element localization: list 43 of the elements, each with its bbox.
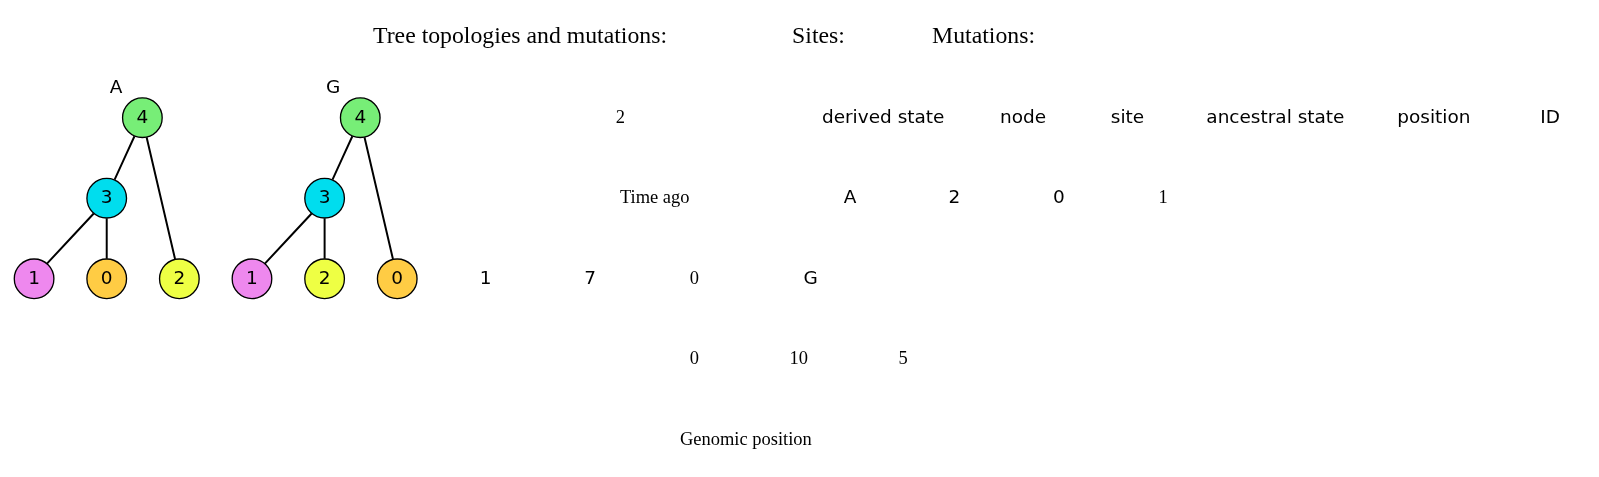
node-circle: 4: [121, 97, 163, 139]
label: A: [843, 186, 856, 208]
node-circle: 4: [339, 97, 381, 139]
connector: [113, 135, 135, 181]
label: node: [999, 105, 1046, 127]
label: 0: [689, 267, 699, 288]
connector: [323, 217, 326, 260]
label: ancestral state: [1205, 105, 1344, 127]
label: site: [1110, 105, 1144, 127]
node-label: G: [325, 75, 340, 97]
connector: [331, 135, 353, 181]
connector: [263, 212, 313, 265]
label: Time ago: [619, 187, 690, 208]
node-label: A: [109, 75, 122, 97]
node-circle: 0: [376, 258, 418, 300]
label: 0: [1052, 186, 1065, 208]
label: 7: [583, 266, 596, 288]
label: ID: [1539, 105, 1560, 127]
connector: [145, 136, 176, 260]
label: 5: [897, 348, 908, 369]
label: 10: [788, 348, 808, 369]
connector: [105, 217, 108, 260]
node-circle: 1: [231, 258, 272, 300]
label: Tree topologies and mutations:: [372, 21, 667, 48]
label: G: [802, 266, 818, 288]
label: 1: [1158, 187, 1168, 208]
node-circle: 0: [85, 258, 127, 300]
node-circle: 3: [303, 177, 345, 219]
connector: [363, 136, 394, 260]
connector: [45, 212, 95, 265]
node-circle: 2: [303, 258, 345, 300]
label: Mutations:: [931, 21, 1035, 48]
label: 1: [479, 266, 492, 288]
node-circle: 1: [13, 258, 55, 300]
label: derived state: [821, 105, 944, 127]
label: 2: [948, 186, 960, 208]
label: 0: [689, 348, 699, 369]
label: Sites:: [791, 21, 845, 48]
node-circle: 3: [85, 177, 127, 219]
label: 2: [615, 106, 625, 127]
label: Genomic position: [679, 428, 812, 449]
node-circle: 2: [158, 258, 200, 300]
label: position: [1396, 105, 1470, 127]
